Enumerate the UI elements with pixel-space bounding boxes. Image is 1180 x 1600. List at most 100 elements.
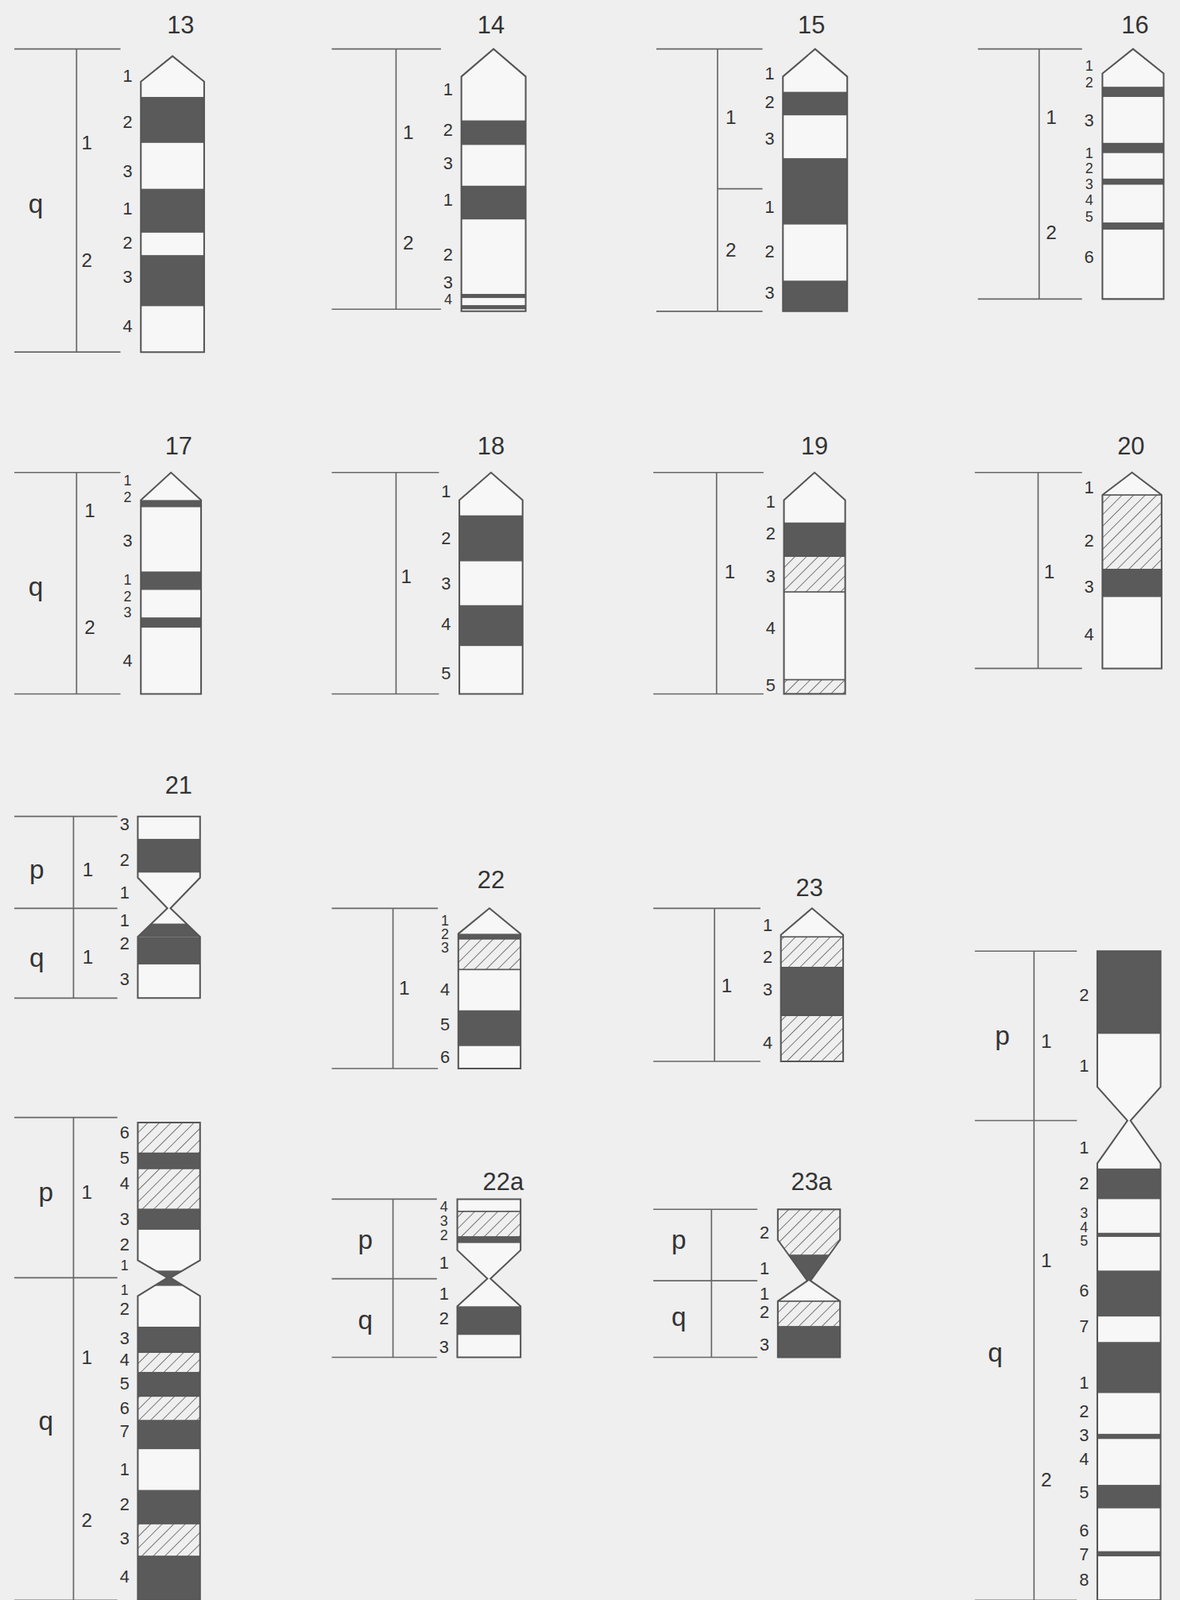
band-number: 8 [1079,1571,1089,1590]
dark-band [135,936,202,965]
band-number: 5 [1079,1234,1088,1249]
bracket-line [331,472,439,474]
band-number: 2 [1079,1403,1089,1421]
arm-label: q [671,1303,687,1330]
dark-band [1100,86,1166,97]
dark-band [135,1556,202,1600]
bracket-line [1037,472,1040,670]
band-number: 1 [443,81,453,99]
band-number: 6 [119,1124,130,1142]
dark-band [1094,1168,1163,1200]
band-number: 4 [1084,626,1095,644]
band-number: 5 [1085,208,1094,224]
band-number: 5 [441,665,451,683]
chromosome-number: 23a [791,1169,832,1195]
bracket-line [715,472,718,695]
bracket-line [395,472,398,695]
band-number: 3 [119,1330,130,1348]
bracket-line [978,298,1083,301]
band-number: 1 [759,1285,770,1304]
dark-band [1094,1342,1163,1393]
band-number: 4 [119,1175,130,1193]
band-number: 5 [1079,1484,1089,1502]
bracket-line [331,308,441,310]
band-number: 4 [444,291,453,306]
region-number: 1 [724,561,736,581]
dark-band [135,1153,202,1169]
bracket-line [717,188,763,190]
chromosome-number: 19 [800,433,828,459]
dark-band [459,294,528,298]
band-number: 3 [122,532,132,550]
region-number: 1 [400,567,412,587]
dark-band [1094,1270,1163,1317]
region-number: 2 [725,240,737,260]
band-number: 5 [766,677,776,695]
dark-band [135,1420,202,1450]
band-number: 1 [766,493,776,511]
band-number: 1 [122,67,132,86]
region-number: 1 [82,947,94,968]
band-number: 2 [123,588,132,604]
dark-band [455,1237,523,1244]
region-number: 1 [402,123,414,143]
arm-label: p [38,1179,55,1206]
band-number: 3 [119,1210,130,1229]
band-number: 2 [766,525,776,543]
region-number: 1 [1045,108,1057,128]
arm-label: q [987,1338,1003,1366]
chromosome-bands [781,522,848,695]
band-number: 3 [443,274,453,292]
bracket-line [653,1208,758,1211]
bracket-line [974,668,1083,670]
dark-band [135,1270,202,1286]
chromosome-bands [781,92,850,312]
chromosome-number: 17 [165,433,193,459]
band-number: 1 [119,912,130,930]
band-number: 1 [123,572,132,588]
dark-band [139,499,204,507]
dark-band [1100,569,1165,598]
band-number: 2 [1085,161,1094,176]
region-number: 1 [81,1347,93,1367]
region-number: 1 [725,108,737,128]
dark-band [778,967,845,1016]
band-number: 1 [759,1260,770,1278]
band-number: 2 [123,490,132,505]
band-number: 7 [119,1423,130,1441]
chromosome-outline [782,49,848,312]
band-number: 2 [765,243,775,261]
band-number: 1 [439,1285,449,1304]
bracket-line [14,816,118,818]
dark-band [775,1255,842,1281]
bracket-line [14,693,121,696]
band-number: 2 [119,1300,130,1319]
chromosome-outline [461,49,527,312]
bracket-line [14,351,121,353]
band-number: 3 [119,816,130,834]
region-number: 2 [402,233,414,253]
hatched-band [775,1209,842,1256]
hatched-band [135,1524,202,1557]
dark-band [1094,1485,1163,1509]
chromosome-number: 23 [796,875,824,901]
band-number: 3 [1084,578,1095,596]
chromosome-bands [778,936,845,1062]
bracket-line [974,472,1083,474]
hatched-band [135,1168,202,1210]
arm-label: q [38,1407,55,1434]
chromosome-outline [137,816,200,999]
dark-band [1100,178,1166,186]
chromosome-outline [1102,49,1164,300]
bracket-line [14,1276,118,1279]
dark-band [1094,1551,1163,1557]
dark-band [781,158,850,225]
band-number: 2 [1084,532,1095,550]
band-number: 7 [1079,1318,1089,1336]
chromosome-body [461,49,527,312]
region-number: 2 [1045,223,1057,243]
dark-band [135,1327,202,1353]
band-number: 2 [759,1224,770,1242]
chromosome-bands [135,1122,202,1600]
